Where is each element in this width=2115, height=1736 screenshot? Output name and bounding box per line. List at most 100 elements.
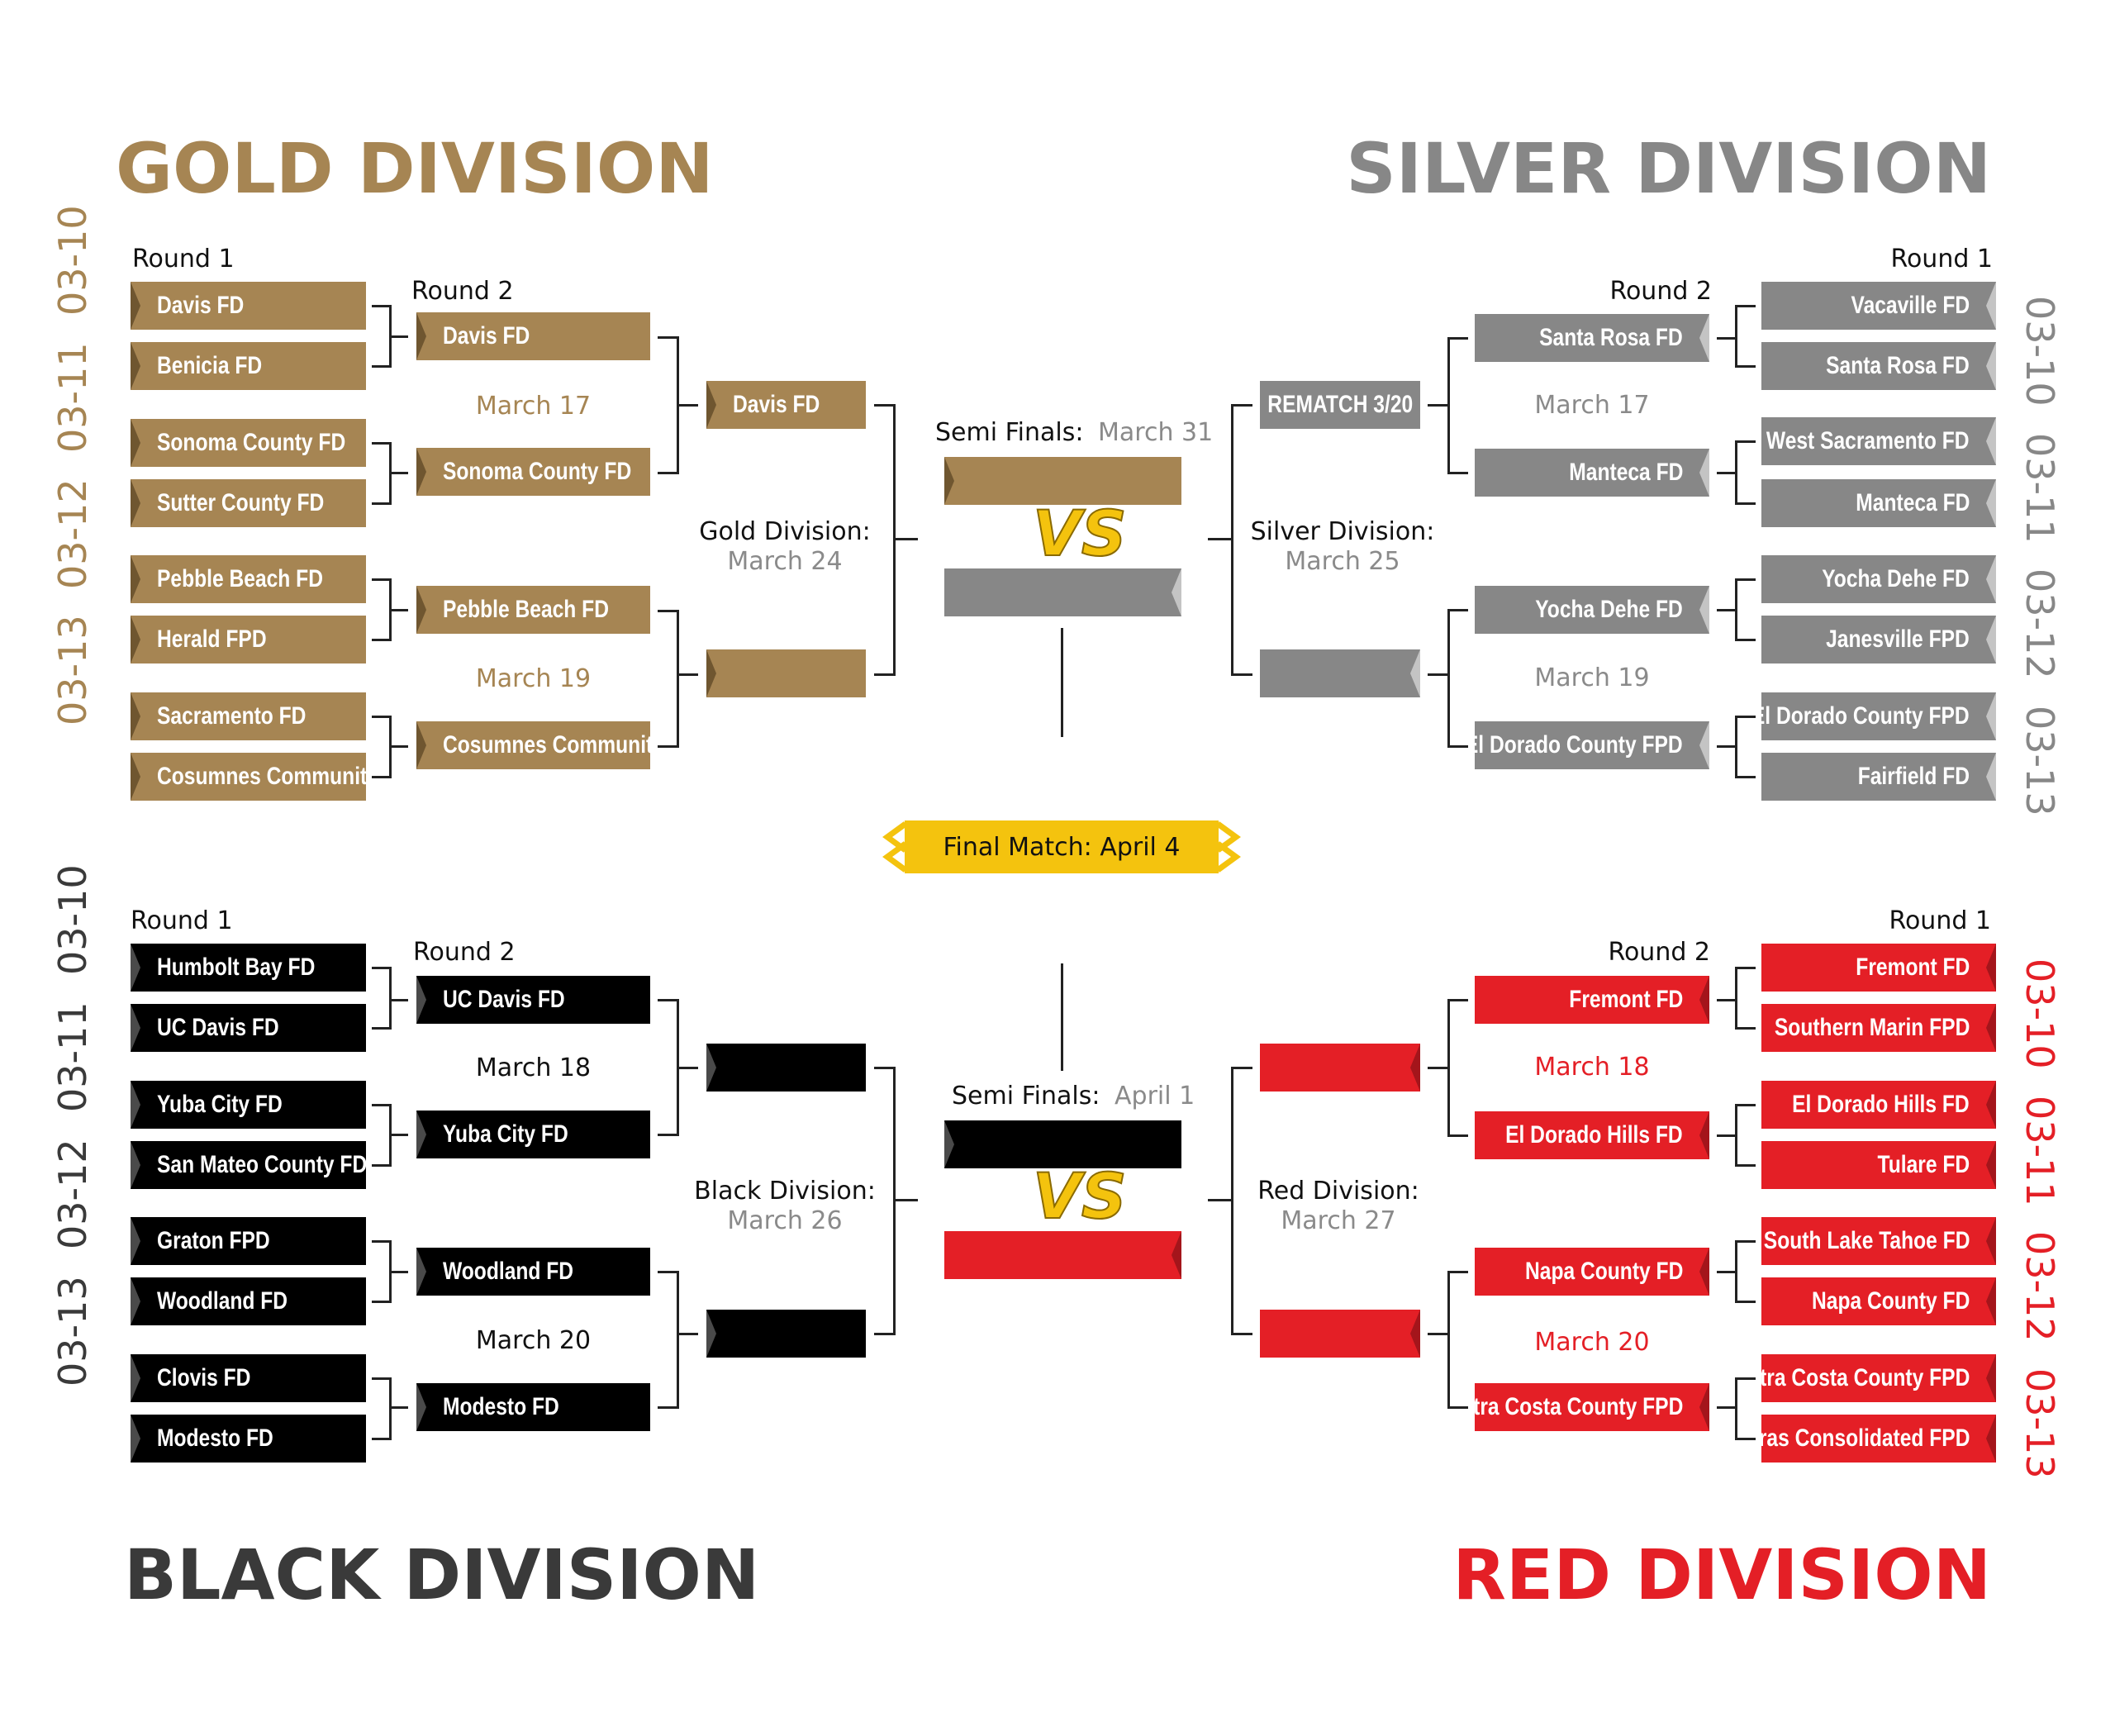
black-round2-label: Round 2	[413, 938, 516, 967]
red-r3-team[interactable]	[1260, 1044, 1420, 1092]
black-r1-team[interactable]: San Mateo County FD	[131, 1141, 366, 1189]
red-date-3: 03-12	[2018, 1231, 2062, 1342]
red-division-final-label: Red Division: March 27	[1257, 1177, 1419, 1235]
gold-r2-team[interactable]: Sonoma County FD	[416, 448, 650, 496]
gold-date-4: 03-13	[50, 615, 95, 725]
black-r2-date: March 18	[475, 1053, 592, 1082]
gold-date-1: 03-10	[50, 205, 95, 316]
gold-r2-team[interactable]: Davis FD	[416, 312, 650, 360]
black-r2-team[interactable]: Yuba City FD	[416, 1111, 650, 1158]
red-r2-team[interactable]: Contra Costa County FPD	[1475, 1383, 1709, 1431]
silver-round2-label: Round 2	[1609, 277, 1712, 306]
black-r1-team[interactable]: Clovis FD	[131, 1354, 366, 1402]
red-r2-date: March 18	[1534, 1053, 1650, 1082]
vs-badge-bottom: VS	[1032, 1159, 1128, 1233]
red-r1-team[interactable]: Southern Marin FPD	[1761, 1004, 1996, 1052]
red-r1-team[interactable]: El Dorado Hills FD	[1761, 1081, 1996, 1129]
gold-r2-team[interactable]: Pebble Beach FD	[416, 586, 650, 634]
final-match-banner: Final Match: April 4	[905, 820, 1219, 873]
red-r1-team[interactable]: Calaveras Consolidated FPD	[1761, 1415, 1996, 1463]
silver-r1-team[interactable]: Janesville FPD	[1761, 616, 1996, 663]
silver-r2-team[interactable]: Manteca FD	[1475, 449, 1709, 497]
red-r1-team[interactable]: Contra Costa County FPD	[1761, 1354, 1996, 1402]
gold-date-2: 03-11	[50, 342, 95, 453]
silver-date-4: 03-13	[2018, 706, 2062, 816]
red-date-2: 03-11	[2018, 1096, 2062, 1206]
black-r1-team[interactable]: Yuba City FD	[131, 1081, 366, 1129]
black-date-2: 03-11	[50, 1001, 95, 1112]
gold-division-final-label: Gold Division: March 24	[699, 517, 871, 576]
silver-r2-team[interactable]: Yocha Dehe FD	[1475, 586, 1709, 634]
chevron-right-icon	[1215, 821, 1241, 873]
gold-r2-team[interactable]: Cosumnes Community SD	[416, 721, 650, 769]
silver-r2-date: March 19	[1534, 663, 1650, 692]
black-r2-team[interactable]: Woodland FD	[416, 1248, 650, 1296]
black-division-final-label: Black Division: March 26	[694, 1177, 876, 1235]
semi-finals-top-label: Semi Finals: March 31	[935, 418, 1214, 447]
silver-date-3: 03-12	[2018, 568, 2062, 679]
gold-date-3: 03-12	[50, 478, 95, 589]
silver-division-title: SILVER DIVISION	[1346, 128, 1991, 209]
black-r1-team[interactable]: Woodland FD	[131, 1277, 366, 1325]
gold-r1-team[interactable]: Benicia FD	[131, 342, 366, 390]
red-round2-label: Round 2	[1608, 938, 1710, 967]
silver-r3-team[interactable]	[1260, 649, 1420, 697]
black-round1-label: Round 1	[131, 906, 233, 935]
silver-r3-rematch[interactable]: REMATCH 3/20	[1260, 381, 1420, 429]
silver-r1-team[interactable]: Santa Rosa FD	[1761, 342, 1996, 390]
black-r3-team[interactable]	[706, 1310, 866, 1358]
silver-r1-team[interactable]: Vacaville FD	[1761, 282, 1996, 330]
gold-r1-team[interactable]: Pebble Beach FD	[131, 555, 366, 603]
semi-bottom-slot-black[interactable]	[944, 1120, 1181, 1168]
red-r1-team[interactable]: Napa County FD	[1761, 1277, 1996, 1325]
red-division-title: RED DIVISION	[1452, 1534, 1991, 1615]
black-r1-team[interactable]: UC Davis FD	[131, 1004, 366, 1052]
red-r2-team[interactable]: El Dorado Hills FD	[1475, 1111, 1709, 1159]
gold-r1-team[interactable]: Sutter County FD	[131, 479, 366, 527]
silver-r2-team[interactable]: El Dorado County FPD	[1475, 721, 1709, 769]
semi-top-slot-gold[interactable]	[944, 457, 1181, 505]
black-r1-team[interactable]: Modesto FD	[131, 1415, 366, 1463]
red-r2-team[interactable]: Napa County FD	[1475, 1248, 1709, 1296]
red-r1-team[interactable]: Fremont FD	[1761, 944, 1996, 992]
silver-r1-team[interactable]: Yocha Dehe FD	[1761, 555, 1996, 603]
black-date-1: 03-10	[50, 864, 95, 975]
silver-r1-team[interactable]: Manteca FD	[1761, 479, 1996, 527]
gold-r1-team[interactable]: Cosumnes Community SD	[131, 753, 366, 801]
red-r2-team[interactable]: Fremont FD	[1475, 976, 1709, 1024]
black-date-4: 03-13	[50, 1276, 95, 1386]
red-r1-team[interactable]: Tulare FD	[1761, 1141, 1996, 1189]
silver-r1-team[interactable]: Fairfield FD	[1761, 753, 1996, 801]
gold-round1-label: Round 1	[132, 245, 235, 273]
black-r1-team[interactable]: Humbolt Bay FD	[131, 944, 366, 992]
semi-finals-bottom-label: Semi Finals: April 1	[952, 1082, 1195, 1111]
silver-r2-date: March 17	[1534, 391, 1650, 420]
black-division-title: BLACK DIVISION	[124, 1534, 760, 1615]
gold-r3-team[interactable]	[706, 649, 866, 697]
gold-r1-team[interactable]: Herald FPD	[131, 616, 366, 663]
gold-r1-team[interactable]: Davis FD	[131, 282, 366, 330]
black-r2-team[interactable]: Modesto FD	[416, 1383, 650, 1431]
semi-top-slot-silver[interactable]	[944, 568, 1181, 616]
red-date-4: 03-13	[2018, 1368, 2062, 1479]
red-round1-label: Round 1	[1889, 906, 1991, 935]
silver-r2-team[interactable]: Santa Rosa FD	[1475, 314, 1709, 362]
semi-bottom-connector	[1061, 963, 1063, 1071]
semi-bottom-slot-red[interactable]	[944, 1231, 1181, 1279]
semi-top-connector	[1061, 628, 1063, 737]
gold-r1-team[interactable]: Sacramento FD	[131, 692, 366, 740]
silver-r1-team[interactable]: West Sacramento FD	[1761, 417, 1996, 465]
silver-division-final-label: Silver Division: March 25	[1250, 517, 1435, 576]
red-r3-team[interactable]	[1260, 1310, 1420, 1358]
red-r1-team[interactable]: South Lake Tahoe FD	[1761, 1217, 1996, 1265]
gold-round2-label: Round 2	[411, 277, 514, 306]
silver-r1-team[interactable]: El Dorado County FPD	[1761, 692, 1996, 740]
black-r1-team[interactable]: Graton FPD	[131, 1217, 366, 1265]
red-r2-date: March 20	[1534, 1328, 1650, 1357]
black-r3-team[interactable]	[706, 1044, 866, 1092]
gold-r1-team[interactable]: Sonoma County FD	[131, 419, 366, 467]
gold-r3-team[interactable]: Davis FD	[706, 381, 866, 429]
black-r2-team[interactable]: UC Davis FD	[416, 976, 650, 1024]
silver-date-1: 03-10	[2018, 296, 2062, 407]
gold-division-title: GOLD DIVISION	[116, 128, 714, 209]
